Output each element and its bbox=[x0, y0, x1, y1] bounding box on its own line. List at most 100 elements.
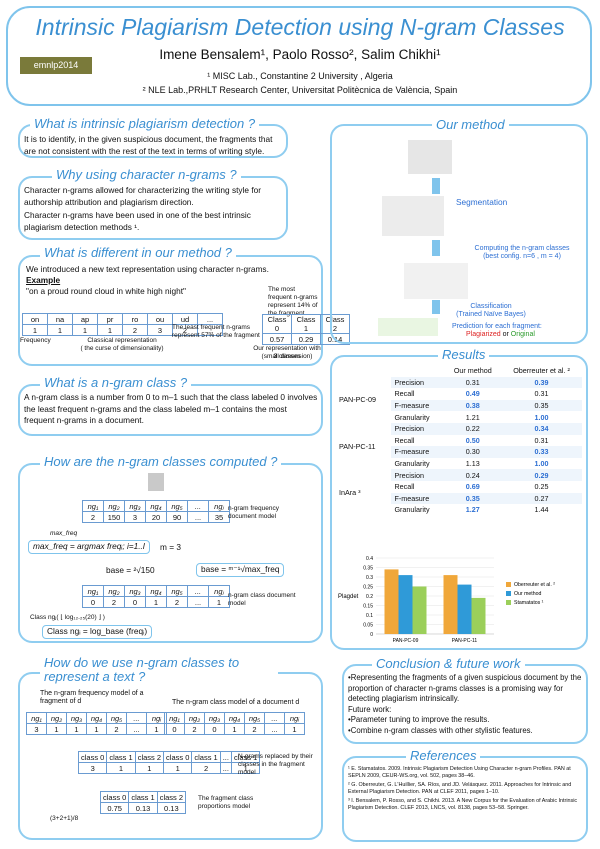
legend-label: Stamatatos ¹ bbox=[514, 600, 544, 606]
class-ng-formula: Class ngⱼ( ⌊ log₁₂.₂₅(20) ⌋ ) bbox=[30, 614, 105, 621]
table-cell: 1 bbox=[86, 723, 107, 735]
poster-title: Intrinsic Plagiarism Detection using N-g… bbox=[35, 14, 565, 40]
section-title: What is different in our method ? bbox=[40, 245, 236, 260]
example-label: Example bbox=[26, 275, 61, 285]
result-value: 0.38 bbox=[465, 401, 480, 411]
references-list: ¹ E. Stamatatos. 2009. Intrinsic Plagiar… bbox=[348, 766, 584, 812]
section-text: Character n-grams have been used in one … bbox=[24, 210, 251, 232]
table-cell: ... bbox=[187, 511, 209, 523]
table-cell: ng₁ bbox=[164, 712, 185, 724]
metric-label: Precision bbox=[394, 377, 424, 387]
result-value: 0.39 bbox=[534, 377, 549, 387]
class-doc-label: The n-gram class model of a document d bbox=[172, 699, 300, 706]
compute-label: Computing the n-gram classes bbox=[474, 245, 570, 252]
proportion-label: The fragment class proportions model bbox=[198, 795, 254, 810]
y-tick-label: 0.15 bbox=[363, 604, 373, 610]
compute-label-2: (best config. n=6 , m = 4) bbox=[483, 253, 561, 260]
conclusion-bullet: •Combine n-gram classes with other styli… bbox=[348, 725, 533, 735]
legend-label: Our method bbox=[514, 591, 542, 597]
prediction-label: Prediction for each fragment: bbox=[452, 323, 542, 330]
table-cell: ... bbox=[197, 313, 223, 325]
prediction-thumbnail bbox=[378, 318, 438, 336]
table-cell: 35 bbox=[208, 511, 230, 523]
result-value: 0.35 bbox=[534, 401, 549, 411]
y-tick-label: 0.2 bbox=[366, 594, 373, 600]
table-cell: 2 bbox=[166, 596, 188, 608]
section-title: How do we use n-gram classes to represen… bbox=[40, 656, 278, 684]
section-title: Conclusion & future work bbox=[372, 656, 525, 671]
result-value: 0.33 bbox=[534, 447, 549, 457]
table-cell: class 0 bbox=[99, 791, 130, 803]
class-formula: Class ngᵢ = log_base (freqᵢ) bbox=[42, 625, 153, 639]
table-cell: class 0 bbox=[163, 751, 193, 763]
base-value: base = ²√150 bbox=[106, 565, 155, 575]
metric-label: Granularity bbox=[394, 505, 430, 515]
table-cell: Class 1 bbox=[291, 314, 321, 334]
table-cell: ng₁ bbox=[82, 500, 104, 512]
table-cell: ng₅ bbox=[106, 712, 127, 724]
table-header bbox=[336, 365, 391, 377]
table-cell: ... bbox=[264, 712, 285, 724]
result-value: 1.00 bbox=[534, 459, 549, 469]
table-cell: ng₄ bbox=[145, 585, 167, 597]
metric-label: Recall bbox=[394, 482, 415, 492]
section-text: Character n-grams allowed for characteri… bbox=[24, 185, 262, 207]
metric-label: F-measure bbox=[394, 447, 430, 457]
x-tick-label: PAN-PC-09 bbox=[393, 638, 419, 644]
table-cell: 2 bbox=[103, 596, 125, 608]
table-cell: ... bbox=[197, 324, 223, 336]
result-value: 0.31 bbox=[534, 435, 549, 445]
table-cell: 1 bbox=[208, 596, 230, 608]
table-cell: ... bbox=[264, 723, 285, 735]
segmentation-label: Segmentation bbox=[456, 197, 508, 207]
bar bbox=[412, 586, 427, 634]
table-cell: 90 bbox=[166, 511, 188, 523]
conference-logo: emnlp2014 bbox=[20, 57, 92, 74]
result-value: 0.35 bbox=[465, 493, 480, 503]
metric-label: Precision bbox=[394, 424, 424, 434]
y-tick-label: 0.3 bbox=[366, 575, 373, 581]
freq-model-label: n-gram frequency document model bbox=[228, 505, 279, 520]
table-cell: class 2 bbox=[156, 791, 187, 803]
table-cell: ng₄ bbox=[86, 712, 107, 724]
table-cell: 3 bbox=[77, 762, 108, 774]
affiliation-2: ² NLE Lab.,PRHLT Research Center, Univer… bbox=[142, 85, 458, 95]
table-cell: class 1 bbox=[191, 751, 221, 763]
metric-label: Recall bbox=[394, 389, 415, 399]
table-cell: 1 bbox=[224, 723, 245, 735]
replaced-label: N-grams replaced by their classes in the… bbox=[238, 753, 313, 776]
result-value: 1.21 bbox=[465, 412, 480, 422]
table-cell: ng₂ bbox=[103, 500, 125, 512]
table-cell: ng₄ bbox=[224, 712, 245, 724]
metric-label: F-measure bbox=[394, 401, 430, 411]
frequency-label: Frequency bbox=[20, 337, 51, 344]
calc-label: (3+2+1)/8 bbox=[50, 815, 79, 822]
table-cell: 1 bbox=[97, 324, 123, 336]
table-cell: ngⱼ bbox=[208, 585, 230, 597]
table-cell: class 0 bbox=[77, 751, 108, 763]
arrow-down-icon bbox=[432, 300, 440, 314]
fragment-freq-label: The n-gram frequency model of a fragment… bbox=[40, 690, 144, 705]
table-cell: ng₂ bbox=[184, 712, 205, 724]
table-cell: ng₃ bbox=[124, 585, 146, 597]
table-cell: 1 bbox=[47, 324, 73, 336]
most-frequent-note: The most frequent n-grams represent 14% … bbox=[268, 286, 318, 317]
table-cell: ... bbox=[187, 585, 209, 597]
section-text: A n-gram class is a number from 0 to m–1… bbox=[24, 392, 318, 425]
table-cell: ud bbox=[172, 313, 198, 325]
section-text: It is to identify, in the given suspicio… bbox=[24, 134, 273, 156]
bar bbox=[384, 569, 399, 634]
table-cell: 0.75 bbox=[99, 802, 130, 814]
x-tick-label: PAN-PC-11 bbox=[452, 638, 478, 644]
table-cell: 1 bbox=[66, 723, 87, 735]
reference-item: ² G. Oberreuter, G. L'Huillier, SA. Ríos… bbox=[348, 782, 572, 795]
dataset-label: PAN-PC-09 bbox=[336, 376, 392, 423]
conclusion-text: •Representing the fragments of a given s… bbox=[348, 673, 584, 736]
